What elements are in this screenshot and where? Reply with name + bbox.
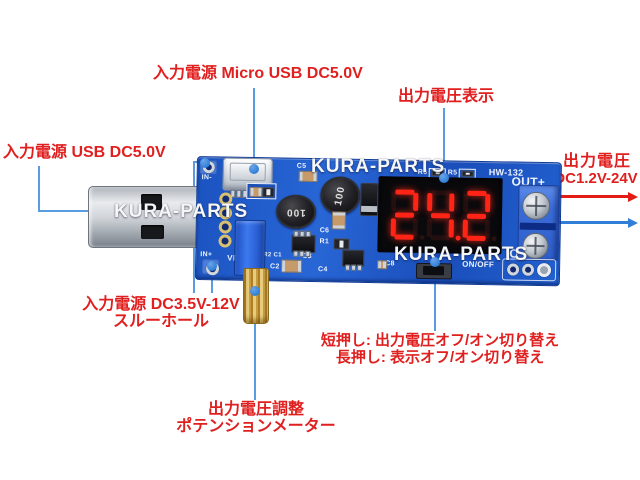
silk-c2: C2 (270, 263, 280, 271)
leader-line-in-plus (211, 268, 213, 293)
seven-segment-digit (462, 190, 497, 242)
label-input-micro-usb: 入力電源 Micro USB DC5.0V (153, 65, 363, 82)
label-button-long-press: 長押し: 表示オフ/オン切り替え (335, 349, 545, 366)
silk-c6: C6 (319, 227, 330, 235)
label-pot-line2: ポテンションメーター (176, 418, 336, 435)
ic-pin (305, 250, 311, 257)
output-plus-arrow-head (628, 191, 638, 202)
potentiometer-shaft (243, 268, 269, 324)
marker-dot-button (430, 257, 440, 267)
silk-in-minus: IN- (201, 174, 212, 182)
output-minus-arrow-line (543, 221, 630, 224)
smd-capacitor (331, 211, 347, 230)
usb-plug-slot-top (141, 194, 162, 210)
label-button-short-press: 短押し: 出力電圧オフ/オン切り替え (320, 332, 560, 349)
seven-segment-display (377, 176, 503, 255)
output-pad-filled (536, 262, 552, 278)
terminal-separator (519, 222, 556, 231)
output-plus-arrow-line (545, 195, 630, 198)
leader-line-usb-v (38, 166, 40, 212)
diode (359, 182, 379, 217)
smd-capacitor-c2 (280, 259, 303, 273)
transistor-leg (345, 264, 351, 271)
smd-capacitor-c8 (377, 260, 388, 270)
leader-line-display (443, 108, 445, 175)
label-output-voltage-line2: DC1.2V-24V (554, 170, 638, 187)
silk-r1: R1 (319, 238, 330, 246)
leader-line-button (434, 266, 436, 331)
transistor-leg (351, 264, 357, 271)
micro-usb-pin (236, 189, 242, 198)
ic-pin (299, 250, 305, 257)
marker-dot-in-minus (200, 158, 210, 168)
leader-line-pot (254, 293, 256, 400)
usb-plug-slot-bottom (141, 225, 164, 239)
diode-band (361, 205, 378, 213)
ic-pin (299, 230, 305, 237)
ic-pin (305, 230, 311, 237)
inductor-coil: 100 (275, 194, 317, 230)
watermark: KURA-PARTS (394, 244, 529, 265)
smd-resistor-r1 (333, 238, 350, 250)
push-button-cap (422, 265, 445, 276)
silk-r5: R5 (447, 169, 458, 177)
transistor-leg (357, 264, 363, 271)
label-input-usb: 入力電源 USB DC5.0V (3, 144, 166, 161)
silk-in-plus: IN+ (200, 251, 213, 259)
smd-component-cluster (246, 182, 277, 200)
silk-r2c1: R2 C1 (263, 252, 282, 259)
ic-pin (293, 250, 299, 257)
seven-segment-digit (390, 189, 425, 240)
terminal-screw-out-plus (521, 191, 551, 221)
watermark: KURA-PARTS (311, 156, 446, 177)
output-minus-arrow-head (628, 217, 638, 228)
micro-usb-inner (229, 162, 266, 182)
marker-dot-in-plus (207, 261, 217, 271)
leader-line-usb-h (38, 210, 122, 212)
marker-dot-pot-shaft (250, 286, 260, 296)
label-output-display: 出力電圧表示 (398, 88, 495, 105)
inductor-coil: 100 (320, 176, 361, 215)
leader-line-micro-usb (253, 88, 255, 168)
seven-segment-digit (426, 190, 461, 241)
label-output-voltage-line1: 出力電圧 (562, 153, 632, 170)
silk-c5: C5 (296, 162, 307, 170)
label-pot-line1: 出力電圧調整 (207, 401, 305, 418)
marker-dot-micro-usb (249, 164, 259, 174)
label-through-hole-line1: 入力電源 DC3.5V-12V (82, 296, 240, 313)
through-hole (218, 234, 232, 248)
watermark: KURA-PARTS (114, 201, 249, 222)
marker-dot-display (439, 173, 449, 183)
ic-pin (293, 230, 299, 237)
label-through-hole-line2: スルーホール (112, 313, 210, 330)
silk-c4: C4 (317, 266, 328, 274)
